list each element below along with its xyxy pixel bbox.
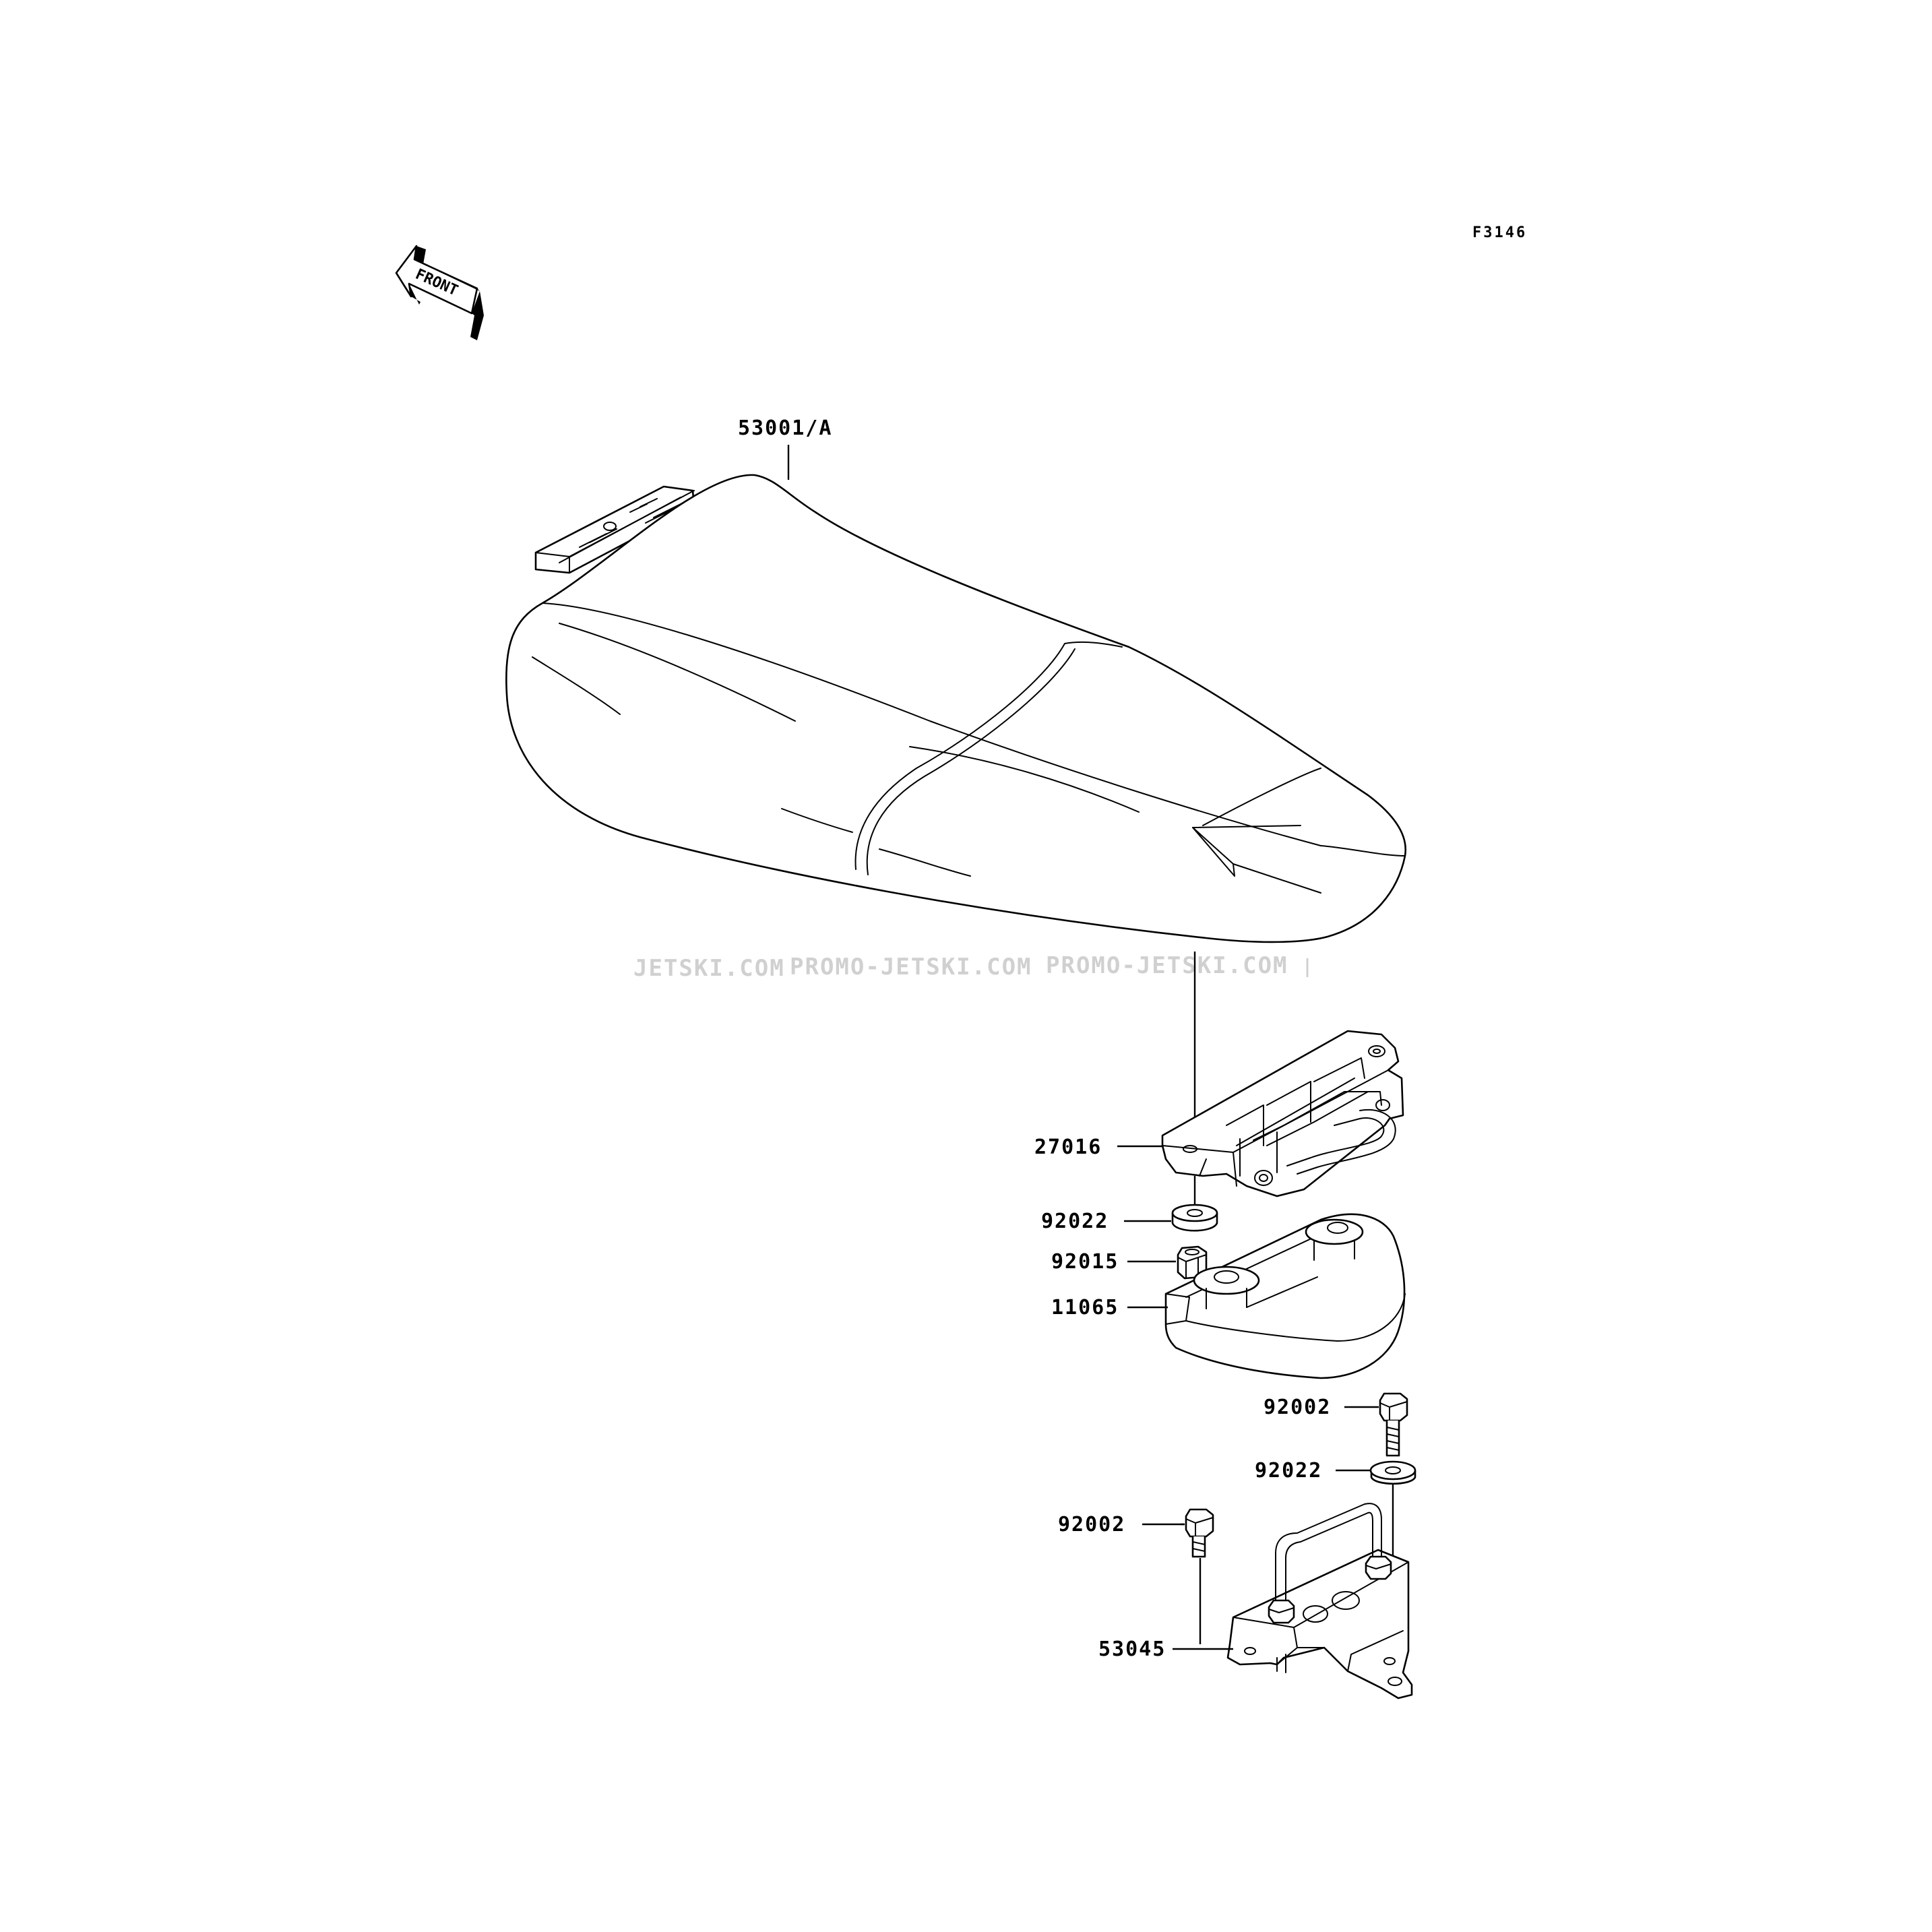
nut-drawing [1177,1245,1208,1280]
pad-drawing [1164,1213,1406,1379]
stay-drawing [1226,1503,1413,1700]
seat-bracket-drawing [1161,1030,1404,1197]
washer-lower-drawing [1369,1460,1416,1485]
seat-drawing [505,474,1407,943]
front-arrow-icon: FRONT [395,245,484,340]
washer-lower-label: 92022 [1255,1459,1322,1483]
watermark-text-3: PROMO-JETSKI.COM [1046,952,1288,979]
bolt-right-label: 92002 [1264,1396,1331,1419]
seat-bracket-label: 27016 [1034,1135,1102,1159]
stay-label: 53045 [1098,1638,1166,1661]
washer-upper-label: 92022 [1041,1210,1109,1233]
watermark-text-1: JETSKI.COM [633,955,785,982]
watermark-text-2: PROMO-JETSKI.COM [790,954,1032,980]
seat-label: 53001/A [738,416,832,440]
bolt-right-drawing [1379,1392,1408,1457]
watermark: JETSKI.COM PROMO-JETSKI.COM PROMO-JETSKI… [633,952,1309,982]
nut-label: 92015 [1051,1250,1119,1274]
washer-upper-drawing [1171,1204,1218,1232]
bolt-left-label: 92002 [1058,1513,1125,1536]
bolt-left-drawing [1185,1508,1214,1558]
figure-code: F3146 [1472,224,1527,241]
pad-label: 11065 [1051,1296,1119,1319]
